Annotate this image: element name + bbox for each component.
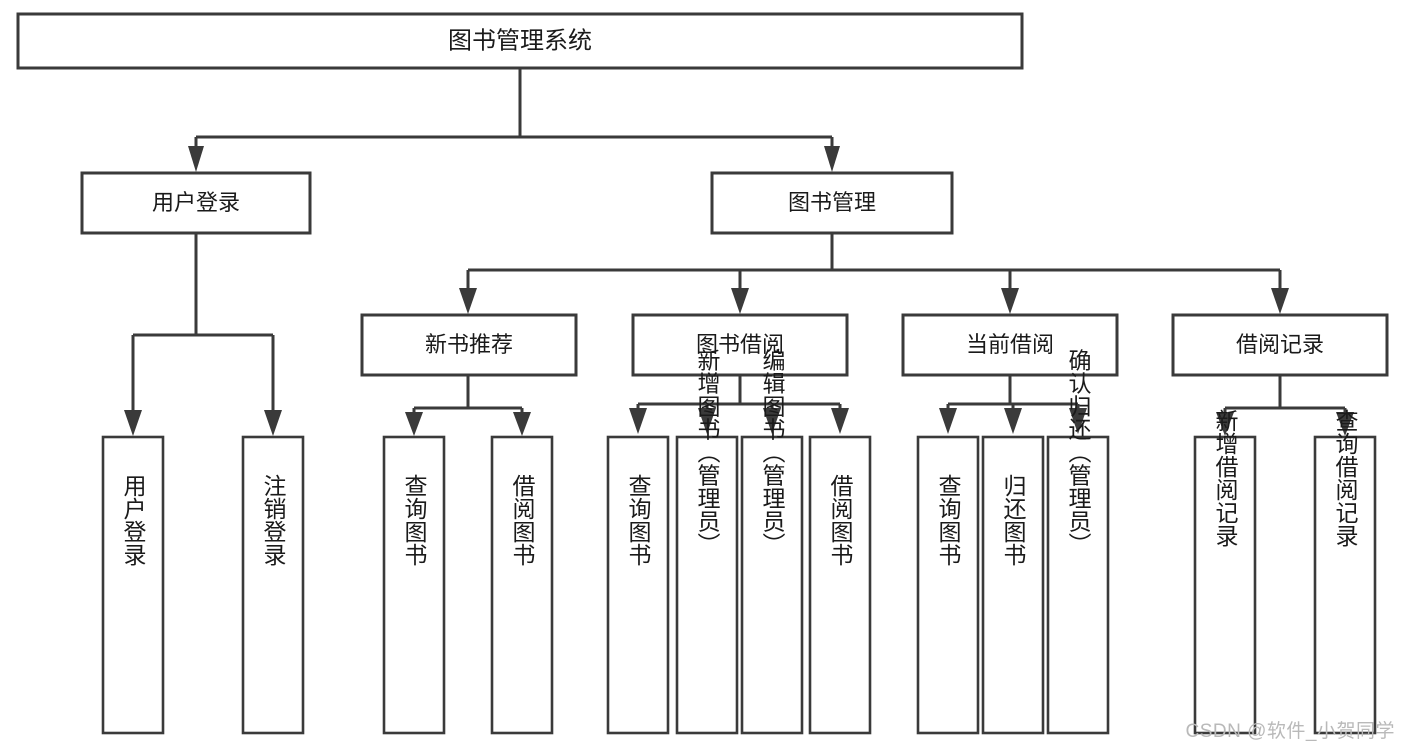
leaf-borrow-book-a-label: 借阅图书 <box>509 474 536 566</box>
leaf-node-edit-book[interactable]: 编辑图书（管理员） <box>740 349 804 735</box>
leaf-edit-book-box[interactable] <box>740 435 804 735</box>
arrow-to-book-manage <box>824 146 840 172</box>
arrow-to-leaf-query-book-b <box>629 408 647 434</box>
leaf-confirm-return-label: 确认归还（管理员） <box>1065 349 1092 556</box>
leaf-borrow-book-b-box[interactable] <box>808 435 872 735</box>
node-user-login-box[interactable] <box>80 171 312 235</box>
node-book-manage-label: 图书管理 <box>788 190 876 215</box>
node-root-box[interactable] <box>16 12 1024 70</box>
leaf-query-record-box[interactable] <box>1313 435 1377 735</box>
node-current-borrow-box[interactable] <box>901 313 1119 377</box>
node-borrow-record-box[interactable] <box>1171 313 1389 377</box>
arrow-to-leaf-confirm-return <box>1069 408 1087 434</box>
leaf-logout-label: 注销登录 <box>260 474 287 566</box>
leaf-node-borrow-book-b[interactable]: 借阅图书 <box>808 435 872 735</box>
leaf-add-book-box[interactable] <box>675 435 739 735</box>
leaf-borrow-book-a-box[interactable] <box>490 435 554 735</box>
leaf-query-book-b-box[interactable] <box>606 435 670 735</box>
arrow-to-leaf-user-login <box>124 410 142 436</box>
leaf-node-query-book-b[interactable]: 查询图书 <box>606 435 670 735</box>
node-root-system[interactable]: 图书管理系统 <box>16 12 1024 70</box>
arrow-to-leaf-edit-book <box>763 408 781 434</box>
arrow-to-user-login <box>188 146 204 172</box>
leaf-edit-book-label: 编辑图书（管理员） <box>759 349 786 556</box>
leaf-add-record-box[interactable] <box>1193 435 1257 735</box>
edge-group-book-borrow-children <box>629 376 849 434</box>
node-new-book-recommend-box[interactable] <box>360 313 578 377</box>
edge-group-root-to-level1 <box>188 68 840 172</box>
leaf-add-record-label: 新增借阅记录 <box>1212 409 1239 547</box>
node-user-login[interactable]: 用户登录 <box>80 171 312 235</box>
node-new-book-recommend[interactable]: 新书推荐 <box>360 313 578 377</box>
arrow-to-borrow-record <box>1271 288 1289 314</box>
leaf-query-book-a-label: 查询图书 <box>401 474 428 566</box>
leaf-node-logout[interactable]: 注销登录 <box>241 435 305 735</box>
arrow-to-leaf-borrow-book-b <box>831 408 849 434</box>
edge-group-new-book-children <box>405 376 531 436</box>
node-book-borrow-box[interactable] <box>631 313 849 377</box>
leaf-node-return-book[interactable]: 归还图书 <box>981 435 1045 735</box>
node-current-borrow[interactable]: 当前借阅 <box>901 313 1119 377</box>
leaf-node-user-login[interactable]: 用户登录 <box>101 435 165 735</box>
leaf-logout-box[interactable] <box>241 435 305 735</box>
leaf-query-book-c-box[interactable] <box>916 435 980 735</box>
edge-group-user-login-children <box>124 233 282 436</box>
leaf-node-borrow-book-a[interactable]: 借阅图书 <box>490 435 554 735</box>
edge-group-current-borrow-children <box>939 376 1087 434</box>
edge-group-borrow-record-children <box>1216 376 1354 436</box>
arrow-to-book-borrow <box>731 288 749 314</box>
arrow-to-leaf-borrow-book-a <box>513 412 531 436</box>
node-book-borrow-label: 图书借阅 <box>696 332 784 357</box>
arrow-to-leaf-add-book <box>698 408 716 434</box>
arrow-to-leaf-query-book-c <box>939 408 957 434</box>
leaf-confirm-return-box[interactable] <box>1046 435 1110 735</box>
leaf-user-login-box[interactable] <box>101 435 165 735</box>
arrow-to-leaf-return-book <box>1004 408 1022 434</box>
node-borrow-record-label: 借阅记录 <box>1236 332 1324 357</box>
leaf-borrow-book-b-label: 借阅图书 <box>827 474 854 566</box>
node-book-manage[interactable]: 图书管理 <box>710 171 954 235</box>
arrow-to-leaf-query-record <box>1336 412 1354 436</box>
leaf-query-record-label: 查询借阅记录 <box>1332 409 1359 547</box>
node-user-login-label: 用户登录 <box>152 190 240 215</box>
edge-group-book-manage-children <box>459 233 1289 314</box>
leaf-node-query-book-a[interactable]: 查询图书 <box>382 435 446 735</box>
arrow-to-leaf-query-book-a <box>405 412 423 436</box>
leaf-node-query-book-c[interactable]: 查询图书 <box>916 435 980 735</box>
node-borrow-record[interactable]: 借阅记录 <box>1171 313 1389 377</box>
leaf-query-book-a-box[interactable] <box>382 435 446 735</box>
leaf-node-confirm-return[interactable]: 确认归还（管理员） <box>1046 349 1110 735</box>
arrow-to-new-book-recommend <box>459 288 477 314</box>
leaf-add-book-label: 新增图书（管理员） <box>694 349 721 556</box>
node-new-book-recommend-label: 新书推荐 <box>425 332 513 357</box>
node-book-borrow[interactable]: 图书借阅 <box>631 313 849 377</box>
leaf-node-query-record[interactable]: 查询借阅记录 <box>1313 409 1377 735</box>
node-current-borrow-label: 当前借阅 <box>966 332 1054 357</box>
leaf-user-login-label: 用户登录 <box>120 474 147 566</box>
leaf-node-add-book[interactable]: 新增图书（管理员） <box>675 349 739 735</box>
node-book-manage-box[interactable] <box>710 171 954 235</box>
leaf-node-add-record[interactable]: 新增借阅记录 <box>1193 409 1257 735</box>
leaf-return-book-label: 归还图书 <box>1000 474 1027 566</box>
node-root-label: 图书管理系统 <box>448 27 592 54</box>
arrow-to-leaf-logout <box>264 410 282 436</box>
arrow-to-current-borrow <box>1001 288 1019 314</box>
leaf-return-book-box[interactable] <box>981 435 1045 735</box>
leaf-query-book-b-label: 查询图书 <box>625 474 652 566</box>
arrow-to-leaf-add-record <box>1216 412 1234 436</box>
leaf-query-book-c-label: 查询图书 <box>935 474 962 566</box>
